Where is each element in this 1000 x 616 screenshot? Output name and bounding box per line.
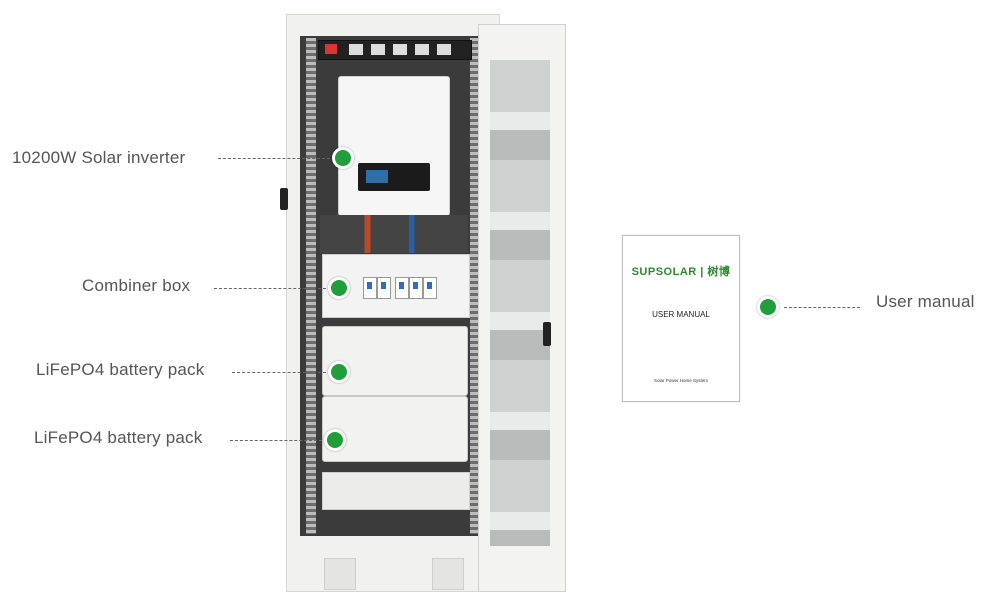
- cabinet-handle: [280, 188, 288, 210]
- leader-line: [232, 372, 326, 373]
- leader-line: [214, 288, 326, 289]
- battery-pack-1: [322, 326, 468, 396]
- door-glass: [490, 60, 550, 546]
- socket: [349, 44, 363, 55]
- label-inverter: 10200W Solar inverter: [12, 148, 186, 167]
- socket: [393, 44, 407, 55]
- manual-brand-logo: SUPSOLAR | 树博: [631, 266, 731, 278]
- socket: [371, 44, 385, 55]
- marker-inverter-icon: [332, 147, 354, 169]
- breaker: [363, 277, 377, 299]
- breaker: [409, 277, 423, 299]
- breaker: [377, 277, 391, 299]
- manual-subtitle: Solar Power Home System: [653, 378, 709, 383]
- cabinet-shelf: [322, 472, 470, 510]
- label-battery-pack: LiFePO4 battery pack: [34, 428, 203, 447]
- label-user-manual: User manual: [876, 292, 975, 311]
- marker-battery-icon: [324, 429, 346, 451]
- leader-line: [230, 440, 322, 441]
- leader-line: [784, 307, 860, 308]
- battery-pack-2: [322, 396, 468, 462]
- marker-combiner-icon: [328, 277, 350, 299]
- cabinet-foot: [432, 558, 464, 590]
- socket: [437, 44, 451, 55]
- socket: [415, 44, 429, 55]
- inverter-display: [358, 163, 430, 191]
- rack-rail-left: [306, 38, 316, 534]
- rack-rail-right: [470, 38, 480, 534]
- label-battery-pack: LiFePO4 battery pack: [36, 360, 205, 379]
- manual-title: USER MANUAL: [652, 310, 710, 319]
- leader-line: [218, 158, 330, 159]
- combiner-box: [322, 254, 470, 318]
- label-combiner-box: Combiner box: [82, 276, 191, 295]
- power-switch: [325, 44, 337, 54]
- cabinet-foot: [324, 558, 356, 590]
- marker-manual-icon: [757, 296, 779, 318]
- door-lock: [543, 322, 551, 346]
- cabling: [320, 215, 468, 253]
- marker-battery-icon: [328, 361, 350, 383]
- breaker: [423, 277, 437, 299]
- power-strip: [318, 40, 472, 60]
- breaker: [395, 277, 409, 299]
- solar-inverter: [338, 76, 450, 216]
- user-manual-booklet: SUPSOLAR | 树博 USER MANUAL Solar Power Ho…: [622, 235, 740, 402]
